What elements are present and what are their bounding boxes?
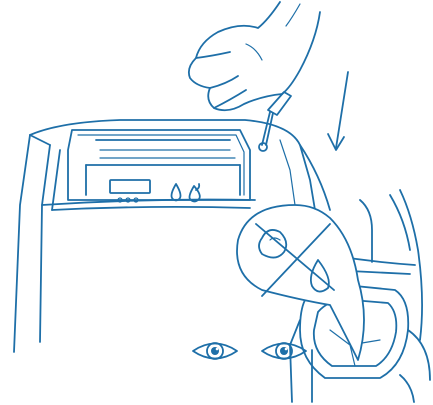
eye-icon — [262, 343, 306, 359]
display-screen — [110, 180, 150, 193]
down-arrow — [328, 72, 348, 150]
appliance-front-panel — [68, 130, 250, 202]
eye-icon — [193, 343, 237, 359]
screwdriver — [259, 92, 291, 151]
droplet-icon — [172, 184, 181, 201]
hand-with-screwdriver — [189, 2, 320, 110]
